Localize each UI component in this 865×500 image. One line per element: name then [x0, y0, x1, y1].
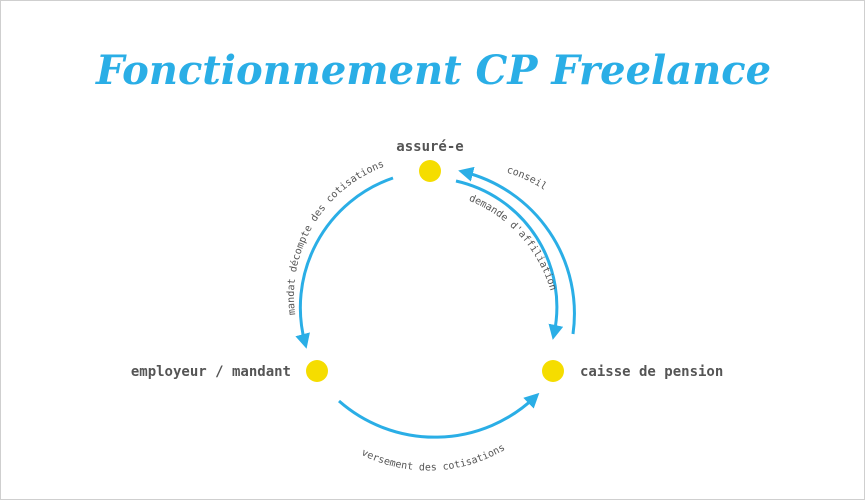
arrow-mandat — [295, 176, 394, 349]
edge-label-versement: versement des cotisations — [360, 442, 507, 473]
edge-text-versement: versement des cotisations — [360, 442, 507, 473]
edge-label-conseil: conseil — [505, 165, 548, 193]
page-title: Fonctionnement CP Freelance — [95, 47, 772, 94]
arrow-conseil — [458, 166, 576, 335]
label-employeur: employeur / mandant — [131, 364, 291, 380]
node-employeur — [306, 360, 328, 382]
node-caisse — [542, 360, 564, 382]
arrow-versement — [338, 392, 540, 439]
label-assure: assuré-e — [396, 139, 463, 155]
node-assure — [419, 160, 441, 182]
arrow-affiliation — [455, 179, 564, 340]
edge-text-conseil: conseil — [505, 165, 548, 193]
label-caisse: caisse de pension — [580, 364, 723, 380]
